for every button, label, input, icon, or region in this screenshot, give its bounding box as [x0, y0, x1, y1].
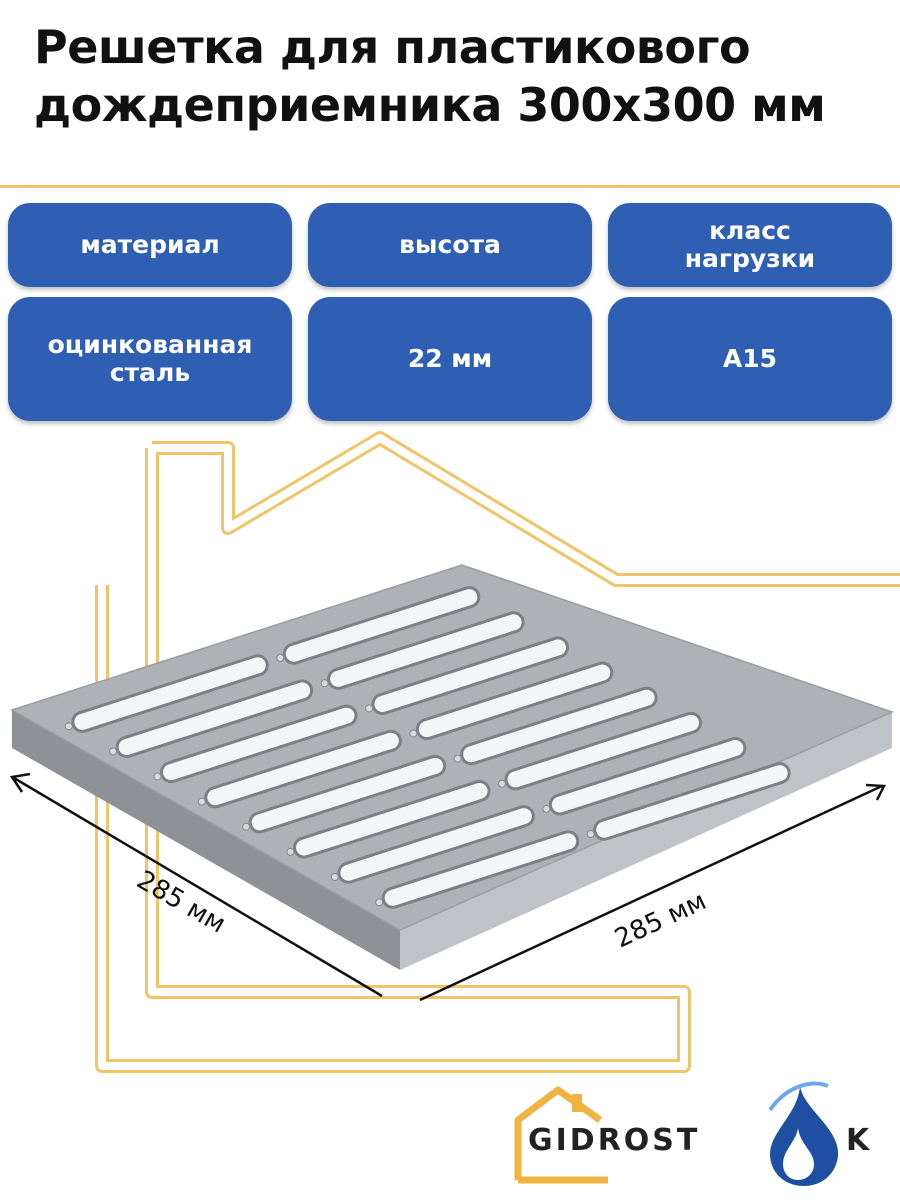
grate-rivet	[498, 779, 507, 788]
grate-rivet	[153, 772, 162, 781]
grate-slot	[285, 589, 478, 662]
grate-slot	[507, 714, 700, 788]
spec-value-height: 22 мм	[308, 297, 592, 421]
spec-header-load-class-label: класс нагрузки	[684, 216, 816, 273]
grate-slot	[162, 707, 355, 781]
title-divider	[0, 185, 900, 188]
grate-slot	[596, 765, 788, 838]
brand-text-right: K	[846, 1123, 872, 1158]
spec-value-material-text: оцинкованная сталь	[47, 330, 253, 387]
grate-slot	[374, 639, 566, 712]
grate-slot	[384, 833, 577, 906]
dimension-arrow-left	[9, 772, 383, 998]
dimension-right-label: 285 мм	[610, 886, 711, 954]
grate-rivet	[542, 804, 551, 813]
product-illustration: 285 мм 285 мм	[9, 431, 900, 1073]
grate-slot	[463, 689, 655, 763]
spec-header-height-label: высота	[399, 230, 501, 259]
grate-rivet	[109, 747, 118, 756]
grate-rivet	[409, 729, 418, 738]
grate-rivet	[320, 679, 329, 688]
spec-value-material: оцинкованная сталь	[8, 297, 292, 421]
brand-logo: GIDROST K	[514, 1081, 872, 1186]
grate-rivet	[286, 847, 295, 856]
grate-rivet	[453, 754, 462, 763]
water-drop-icon	[768, 1081, 839, 1186]
grate-rivet	[375, 898, 384, 907]
page-title: Решетка для пластикового дождеприемника …	[34, 20, 826, 132]
grate-rivet	[276, 654, 285, 663]
grate-image	[10, 564, 895, 970]
spec-header-height: высота	[308, 203, 592, 287]
grate-rivet	[242, 822, 251, 831]
dimension-arrow-right	[419, 783, 886, 1002]
grate-rivet	[330, 873, 339, 882]
grate-slot	[207, 732, 399, 806]
grate-slot	[251, 757, 444, 831]
grate-slot	[340, 808, 532, 881]
house-outline-icon	[95, 431, 900, 1073]
brand-text-left: GIDROST	[528, 1123, 700, 1158]
grate-slot	[330, 614, 522, 687]
grate-rivet	[586, 830, 595, 839]
spec-value-load-class-text: А15	[722, 344, 778, 373]
spec-header-load-class: класс нагрузки	[608, 203, 892, 287]
logo-house-icon	[514, 1086, 608, 1184]
grate-slot	[74, 657, 266, 730]
grate-slot	[296, 783, 488, 856]
grate-rivet	[197, 797, 206, 806]
grate-slot	[118, 682, 311, 755]
spec-header-material: материал	[8, 203, 292, 287]
grate-slot	[551, 740, 744, 813]
spec-value-load-class: А15	[608, 297, 892, 421]
grate-rivet	[64, 722, 73, 731]
grate-slot	[418, 664, 611, 738]
spec-header-material-label: материал	[80, 230, 220, 259]
grate-rivet	[364, 704, 373, 713]
spec-value-height-text: 22 мм	[407, 344, 493, 373]
